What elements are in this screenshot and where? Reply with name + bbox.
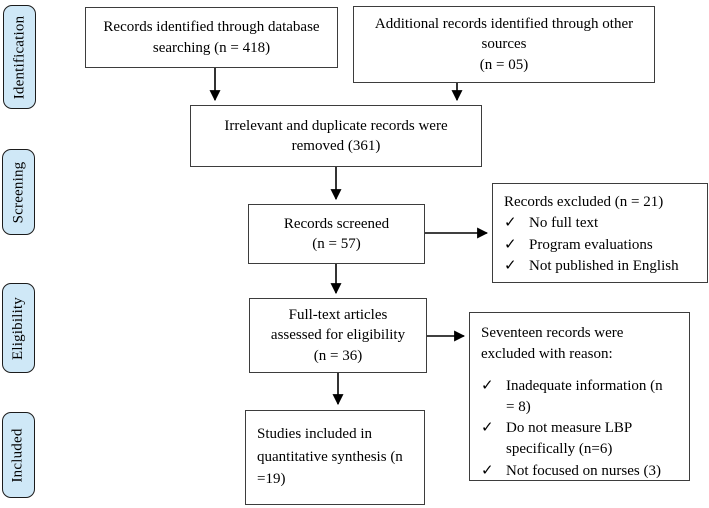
checkmark-icon: ✓ — [481, 377, 494, 394]
reason-item: ✓ Not focused on nurses (3) — [481, 461, 673, 482]
box-line: =19) — [257, 471, 286, 487]
box-excluded-with-reason: Seventeen records were excluded with rea… — [469, 312, 690, 481]
box-line: Seventeen records were — [481, 325, 624, 341]
box-title: Seventeen records were excluded with rea… — [481, 323, 673, 366]
excluded-item-text: Program evaluations — [529, 236, 653, 253]
reason-item-text: Not focused on nurses (3) — [506, 462, 661, 479]
checkmark-icon: ✓ — [481, 462, 494, 479]
box-line: Irrelevant and duplicate records were — [224, 117, 448, 134]
stage-label-text: Eligibility — [10, 296, 27, 360]
box-line: quantitative synthesis (n — [257, 448, 403, 465]
checkmark-icon: ✓ — [481, 420, 494, 437]
excluded-item: ✓ No full text — [504, 213, 701, 234]
box-line: sources — [481, 36, 527, 53]
stage-label-screening: Screening — [2, 149, 35, 235]
box-included-studies: Studies included in quantitative synthes… — [245, 410, 425, 505]
box-line: removed (361) — [291, 138, 381, 154]
box-line: Additional records identified through ot… — [374, 16, 634, 33]
box-fulltext-assessed: Full-text articles assessed for eligibil… — [249, 298, 427, 373]
stage-label-text: Included — [10, 427, 27, 483]
box-line: Records screened — [283, 215, 390, 232]
box-title: Records excluded (n = 21) — [504, 194, 664, 210]
reason-item: ✓ Inadequate information (n = 8) — [481, 376, 673, 419]
excluded-item-text: No full text — [529, 215, 599, 232]
stage-label-identification: Identification — [3, 5, 36, 109]
excluded-item: ✓ Program evaluations — [504, 235, 701, 256]
checkmark-icon: ✓ — [504, 257, 517, 274]
box-line: searching (n = 418) — [152, 39, 271, 56]
stage-label-text: Screening — [10, 161, 26, 223]
reason-item: ✓ Do not measure LBP specifically (n=6) — [481, 418, 673, 461]
box-line: Full-text articles — [288, 307, 388, 324]
box-line: (n = 05) — [479, 56, 529, 73]
stage-label-eligibility: Eligibility — [2, 283, 35, 373]
box-database-records: Records identified through database sear… — [85, 7, 338, 68]
box-removed-records: Irrelevant and duplicate records were re… — [190, 105, 482, 167]
excluded-item: ✓ Not published in English — [504, 256, 701, 277]
box-records-screened: Records screened (n = 57) — [248, 204, 425, 264]
checkmark-icon: ✓ — [504, 236, 517, 253]
box-line: Studies included in — [257, 426, 372, 442]
box-line: Records identified through database — [103, 19, 320, 36]
box-records-excluded: Records excluded (n = 21) ✓ No full text… — [492, 183, 708, 283]
box-line: (n = 57) — [312, 236, 361, 252]
excluded-item-text: Not published in English — [529, 257, 679, 274]
reason-item-text: Inadequate information (n = 8) — [506, 377, 663, 415]
box-line: assessed for eligibility — [270, 327, 406, 344]
box-line: (n = 36) — [313, 347, 363, 364]
stage-label-included: Included — [2, 412, 35, 498]
reason-item-text: Do not measure LBP specifically (n=6) — [506, 420, 632, 458]
stage-label-text: Identification — [11, 15, 28, 99]
box-line: excluded with reason: — [481, 346, 613, 363]
box-additional-records: Additional records identified through ot… — [353, 6, 655, 83]
checkmark-icon: ✓ — [504, 215, 517, 232]
